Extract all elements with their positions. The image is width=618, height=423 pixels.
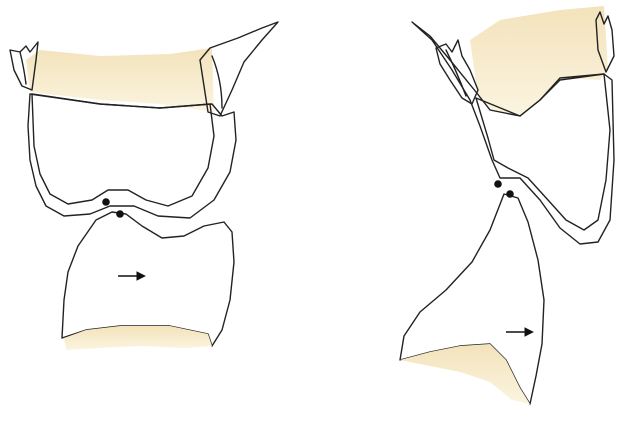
left-contact-point-upper xyxy=(102,198,110,206)
left-upper-gingiva-left-detail xyxy=(20,52,26,84)
right-contact-point-upper xyxy=(494,180,502,188)
left-lower-tooth xyxy=(62,212,234,346)
left-upper-dentin xyxy=(26,48,214,112)
right-panel xyxy=(400,6,614,404)
right-upper-dentin xyxy=(470,6,608,116)
left-panel xyxy=(10,22,278,350)
right-contact-point-lower xyxy=(506,190,514,198)
right-lower-dentin xyxy=(400,344,530,404)
left-upper-crown xyxy=(32,94,214,206)
left-contact-point-lower xyxy=(116,210,124,218)
